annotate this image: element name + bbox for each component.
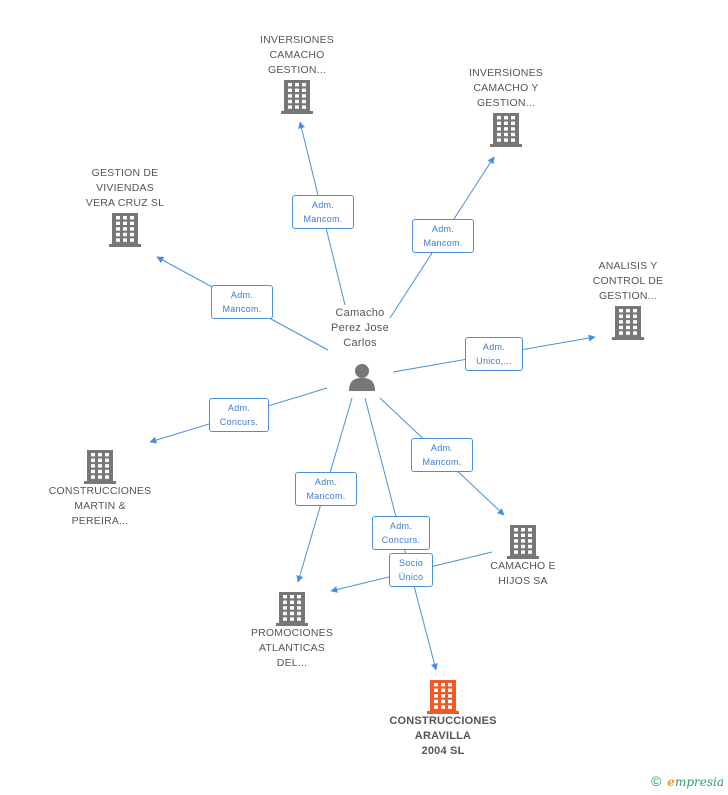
relation-label-c7[interactable]: Adm. Mancom.	[295, 472, 357, 506]
relation-label-c8[interactable]: Adm. Concurs.	[372, 516, 430, 550]
relation-label-c1[interactable]: Adm. Mancom.	[292, 195, 354, 229]
company-node-c7[interactable]: PROMOCIONES ATLANTICAS DEL...	[217, 590, 367, 671]
relation-label-c6[interactable]: Adm. Mancom.	[411, 438, 473, 472]
relation-label-c5[interactable]: Adm. Concurs.	[209, 398, 269, 432]
relation-label-c2[interactable]: Adm. Mancom.	[412, 219, 474, 253]
relation-label-c4[interactable]: Adm. Unico,...	[465, 337, 523, 371]
brand-logo[interactable]: empresia	[667, 775, 724, 789]
company-name: PROMOCIONES ATLANTICAS DEL...	[250, 627, 334, 669]
building-icon-highlight	[427, 680, 459, 714]
building-icon	[276, 592, 308, 626]
building-icon	[490, 113, 522, 147]
building-icon	[84, 450, 116, 484]
relation-label-c3[interactable]: Adm. Mancom.	[211, 285, 273, 319]
company-node-c2[interactable]: INVERSIONES CAMACHO Y GESTION...	[431, 66, 581, 147]
building-icon	[612, 306, 644, 340]
building-icon	[507, 525, 539, 559]
company-node-c3[interactable]: GESTION DE VIVIENDAS VERA CRUZ SL	[50, 166, 200, 247]
footer-brand: © empresia	[651, 773, 724, 789]
relation-label-c6-c7[interactable]: Socio Único	[389, 553, 433, 587]
building-icon	[281, 80, 313, 114]
company-name: GESTION DE VIVIENDAS VERA CRUZ SL	[85, 167, 165, 209]
company-node-c6[interactable]: CAMACHO E HIJOS SA	[448, 523, 598, 589]
company-name: CAMACHO E HIJOS SA	[490, 560, 556, 587]
person-name[interactable]: Camacho Perez Jose Carlos	[330, 307, 390, 349]
company-node-c5[interactable]: CONSTRUCCIONES MARTIN & PEREIRA...	[25, 448, 175, 529]
company-name: INVERSIONES CAMACHO Y GESTION...	[469, 67, 543, 109]
company-name: CONSTRUCCIONES MARTIN & PEREIRA...	[48, 485, 152, 527]
company-node-c8[interactable]: CONSTRUCCIONES ARAVILLA 2004 SL	[368, 678, 518, 759]
company-name: INVERSIONES CAMACHO GESTION...	[260, 34, 334, 76]
company-name: CONSTRUCCIONES ARAVILLA 2004 SL	[389, 715, 497, 757]
company-node-c4[interactable]: ANALISIS Y CONTROL DE GESTION...	[553, 259, 703, 340]
person-icon[interactable]	[347, 362, 377, 392]
company-node-c1[interactable]: INVERSIONES CAMACHO GESTION...	[222, 33, 372, 114]
building-icon	[109, 213, 141, 247]
copyright-symbol: ©	[650, 773, 662, 789]
company-name: ANALISIS Y CONTROL DE GESTION...	[592, 260, 664, 302]
